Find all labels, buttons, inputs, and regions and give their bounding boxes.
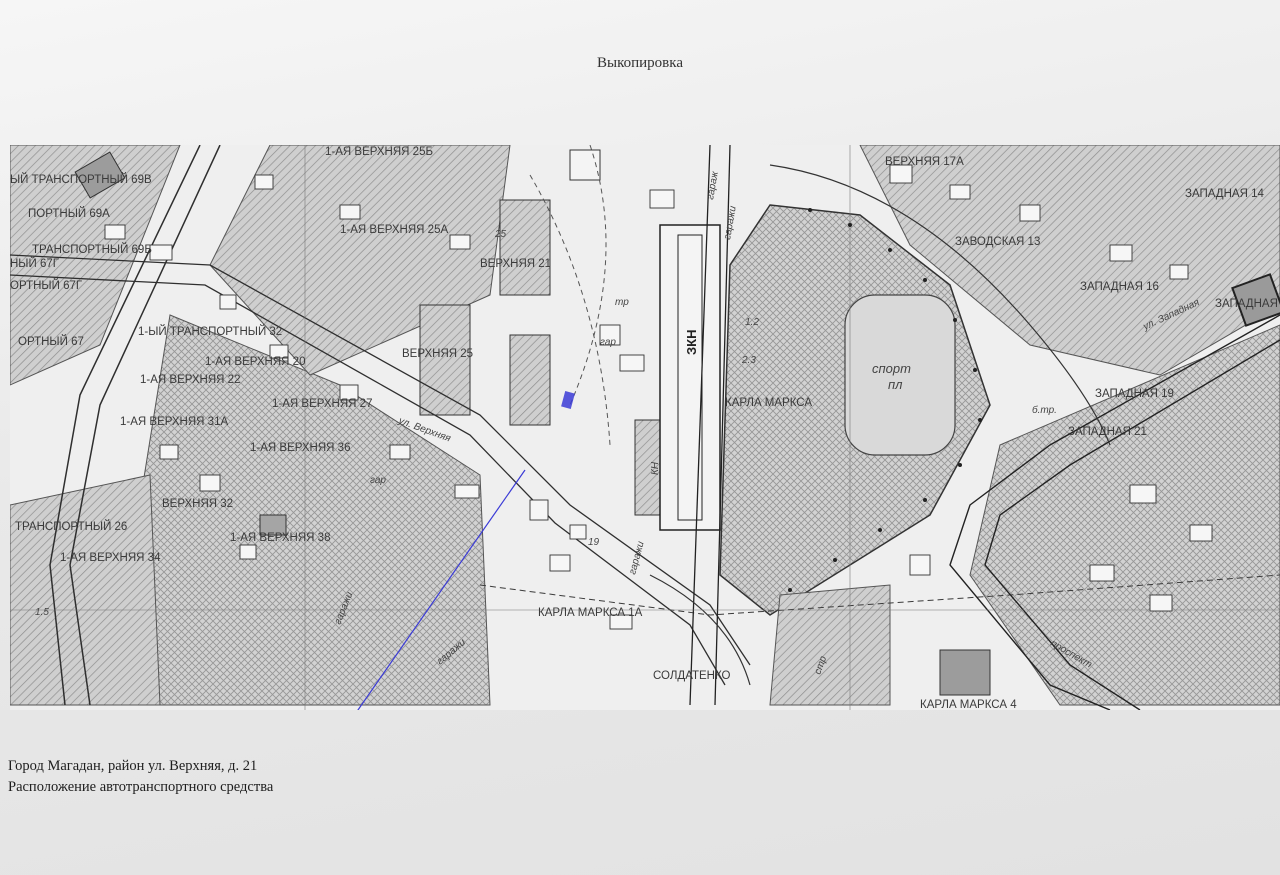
hatched-zone-south [769, 584, 891, 706]
map-label: НЫЙ 67Г [10, 257, 60, 270]
map-label-small: 1.2 [745, 317, 759, 328]
map-label-small: спорт [872, 361, 911, 376]
building-block [509, 334, 551, 426]
road-transportny-edge [49, 145, 201, 706]
map-label: 1-АЯ ВЕРХНЯЯ 27 [272, 398, 372, 410]
map-label: 1-ЫЙ ТРАНСПОРТНЫЙ 32 [138, 325, 282, 338]
fence-dots [788, 208, 982, 592]
map-label-small: 19 [588, 537, 600, 548]
building-zapadnaya [1231, 273, 1280, 327]
small-buildings [104, 164, 1213, 630]
map-label: КАРЛА МАРКСА 1А [538, 607, 643, 619]
map-label-small: пл [888, 377, 903, 392]
building-69v [74, 151, 126, 199]
building-karla-marksa-4 [939, 649, 991, 696]
road-karla-marksa-ns-edge [714, 145, 731, 706]
map-label: 1-АЯ ВЕРХНЯЯ 31А [120, 416, 228, 428]
map-label-small: б.тр. [1032, 404, 1057, 416]
map-svg: 1-АЯ ВЕРХНЯЯ 25Б 1-АЯ ВЕРХНЯЯ 25А ВЕРХНЯ… [10, 145, 1280, 710]
pointer-line [357, 469, 526, 710]
map-label-small: 25 [494, 229, 507, 240]
road-transportny [69, 145, 221, 706]
road-zapadnaya [949, 314, 1280, 710]
map-label: 1-АЯ ВЕРХНЯЯ 34 [60, 552, 161, 564]
building-small [569, 149, 601, 181]
map-label: 1-АЯ ВЕРХНЯЯ 38 [230, 532, 330, 544]
map-label-small: 2.3 [741, 355, 756, 366]
map-label: 1-АЯ ВЕРХНЯЯ 22 [140, 374, 240, 386]
map-label: 1-АЯ ВЕРХНЯЯ 20 [205, 356, 305, 368]
map-label: ЗАПАДНАЯ 14 [1185, 188, 1264, 200]
road-zavodskaya [769, 164, 1111, 446]
map-label: СОЛДАТЕНКО [653, 670, 731, 682]
map-label: 1-АЯ ВЕРХНЯЯ 25А [340, 224, 448, 236]
map-label-3kn: ЗКН [684, 330, 699, 355]
path-dashed [529, 174, 611, 446]
map-fragment[interactable]: 1-АЯ ВЕРХНЯЯ 25Б 1-АЯ ВЕРХНЯЯ 25А ВЕРХНЯ… [10, 145, 1280, 710]
hatched-zone-west [10, 145, 181, 386]
map-label-small: гар [600, 337, 616, 348]
map-label: ВЕРХНЯЯ 21 [480, 258, 551, 270]
road-karla-marksa-ns [689, 145, 711, 706]
map-label-small: гар [370, 475, 386, 486]
hatched-zone-northeast [859, 145, 1280, 376]
map-label: ТРАНСПОРТНЫЙ 26 [15, 520, 127, 533]
map-label-small: гараж [705, 170, 721, 201]
hatched-zone-far-west [10, 474, 161, 706]
map-label: КАРЛА МАРКСА [725, 397, 812, 409]
map-label: ТРАНСПОРТНЫЙ 69Б [32, 243, 152, 256]
building-small [259, 514, 287, 536]
sports-ground [844, 294, 956, 456]
map-label: ВЕРХНЯЯ 25 [402, 348, 473, 360]
map-label: ЗАПАДНАЯ 19 [1095, 388, 1174, 400]
map-label: 1-АЯ ВЕРХНЯЯ 25Б [325, 146, 433, 158]
map-label: ЗАПАДНАЯ [1215, 298, 1278, 310]
map-label-small: тр [615, 297, 629, 308]
map-label: 1-АЯ ВЕРХНЯЯ 36 [250, 442, 350, 454]
map-label: ОРТНЫЙ 67 [18, 335, 84, 348]
road-verkhnyaya [10, 254, 751, 666]
map-label-small: 1.5 [35, 607, 49, 618]
map-label: ЗАПАДНАЯ 21 [1068, 426, 1147, 438]
page-title: Выкопировка [597, 55, 683, 71]
map-label: КАРЛА МАРКСА 4 [920, 699, 1017, 710]
road-curve [649, 574, 751, 686]
building-block [419, 304, 471, 416]
building-3kn [659, 224, 721, 531]
map-label-small: КН [650, 461, 661, 475]
map-label: ЫЙ ТРАНСПОРТНЫЙ 69В [10, 173, 152, 186]
caption-address: Город Магадан, район ул. Верхняя, д. 21 [8, 758, 258, 774]
map-label: ПОРТНЫЙ 69А [28, 207, 110, 220]
map-label: ВЕРХНЯЯ 32 [162, 498, 233, 510]
road-verkhnyaya-edge [10, 274, 726, 686]
road-karla-marksa [479, 574, 1280, 616]
map-label: ЗАВОДСКАЯ 13 [955, 236, 1040, 248]
path-dashed [569, 145, 607, 406]
vehicle-location-marker[interactable] [561, 390, 575, 410]
building-block [499, 199, 551, 296]
map-label: ОРТНЫЙ 67Г [10, 279, 83, 292]
map-label: ЗАПАДНАЯ 16 [1080, 281, 1159, 293]
road-zapadnaya-edge [984, 339, 1280, 710]
map-label: ВЕРХНЯЯ 17А [885, 156, 964, 168]
caption-description: Расположение автотранспортного средства [8, 779, 274, 795]
